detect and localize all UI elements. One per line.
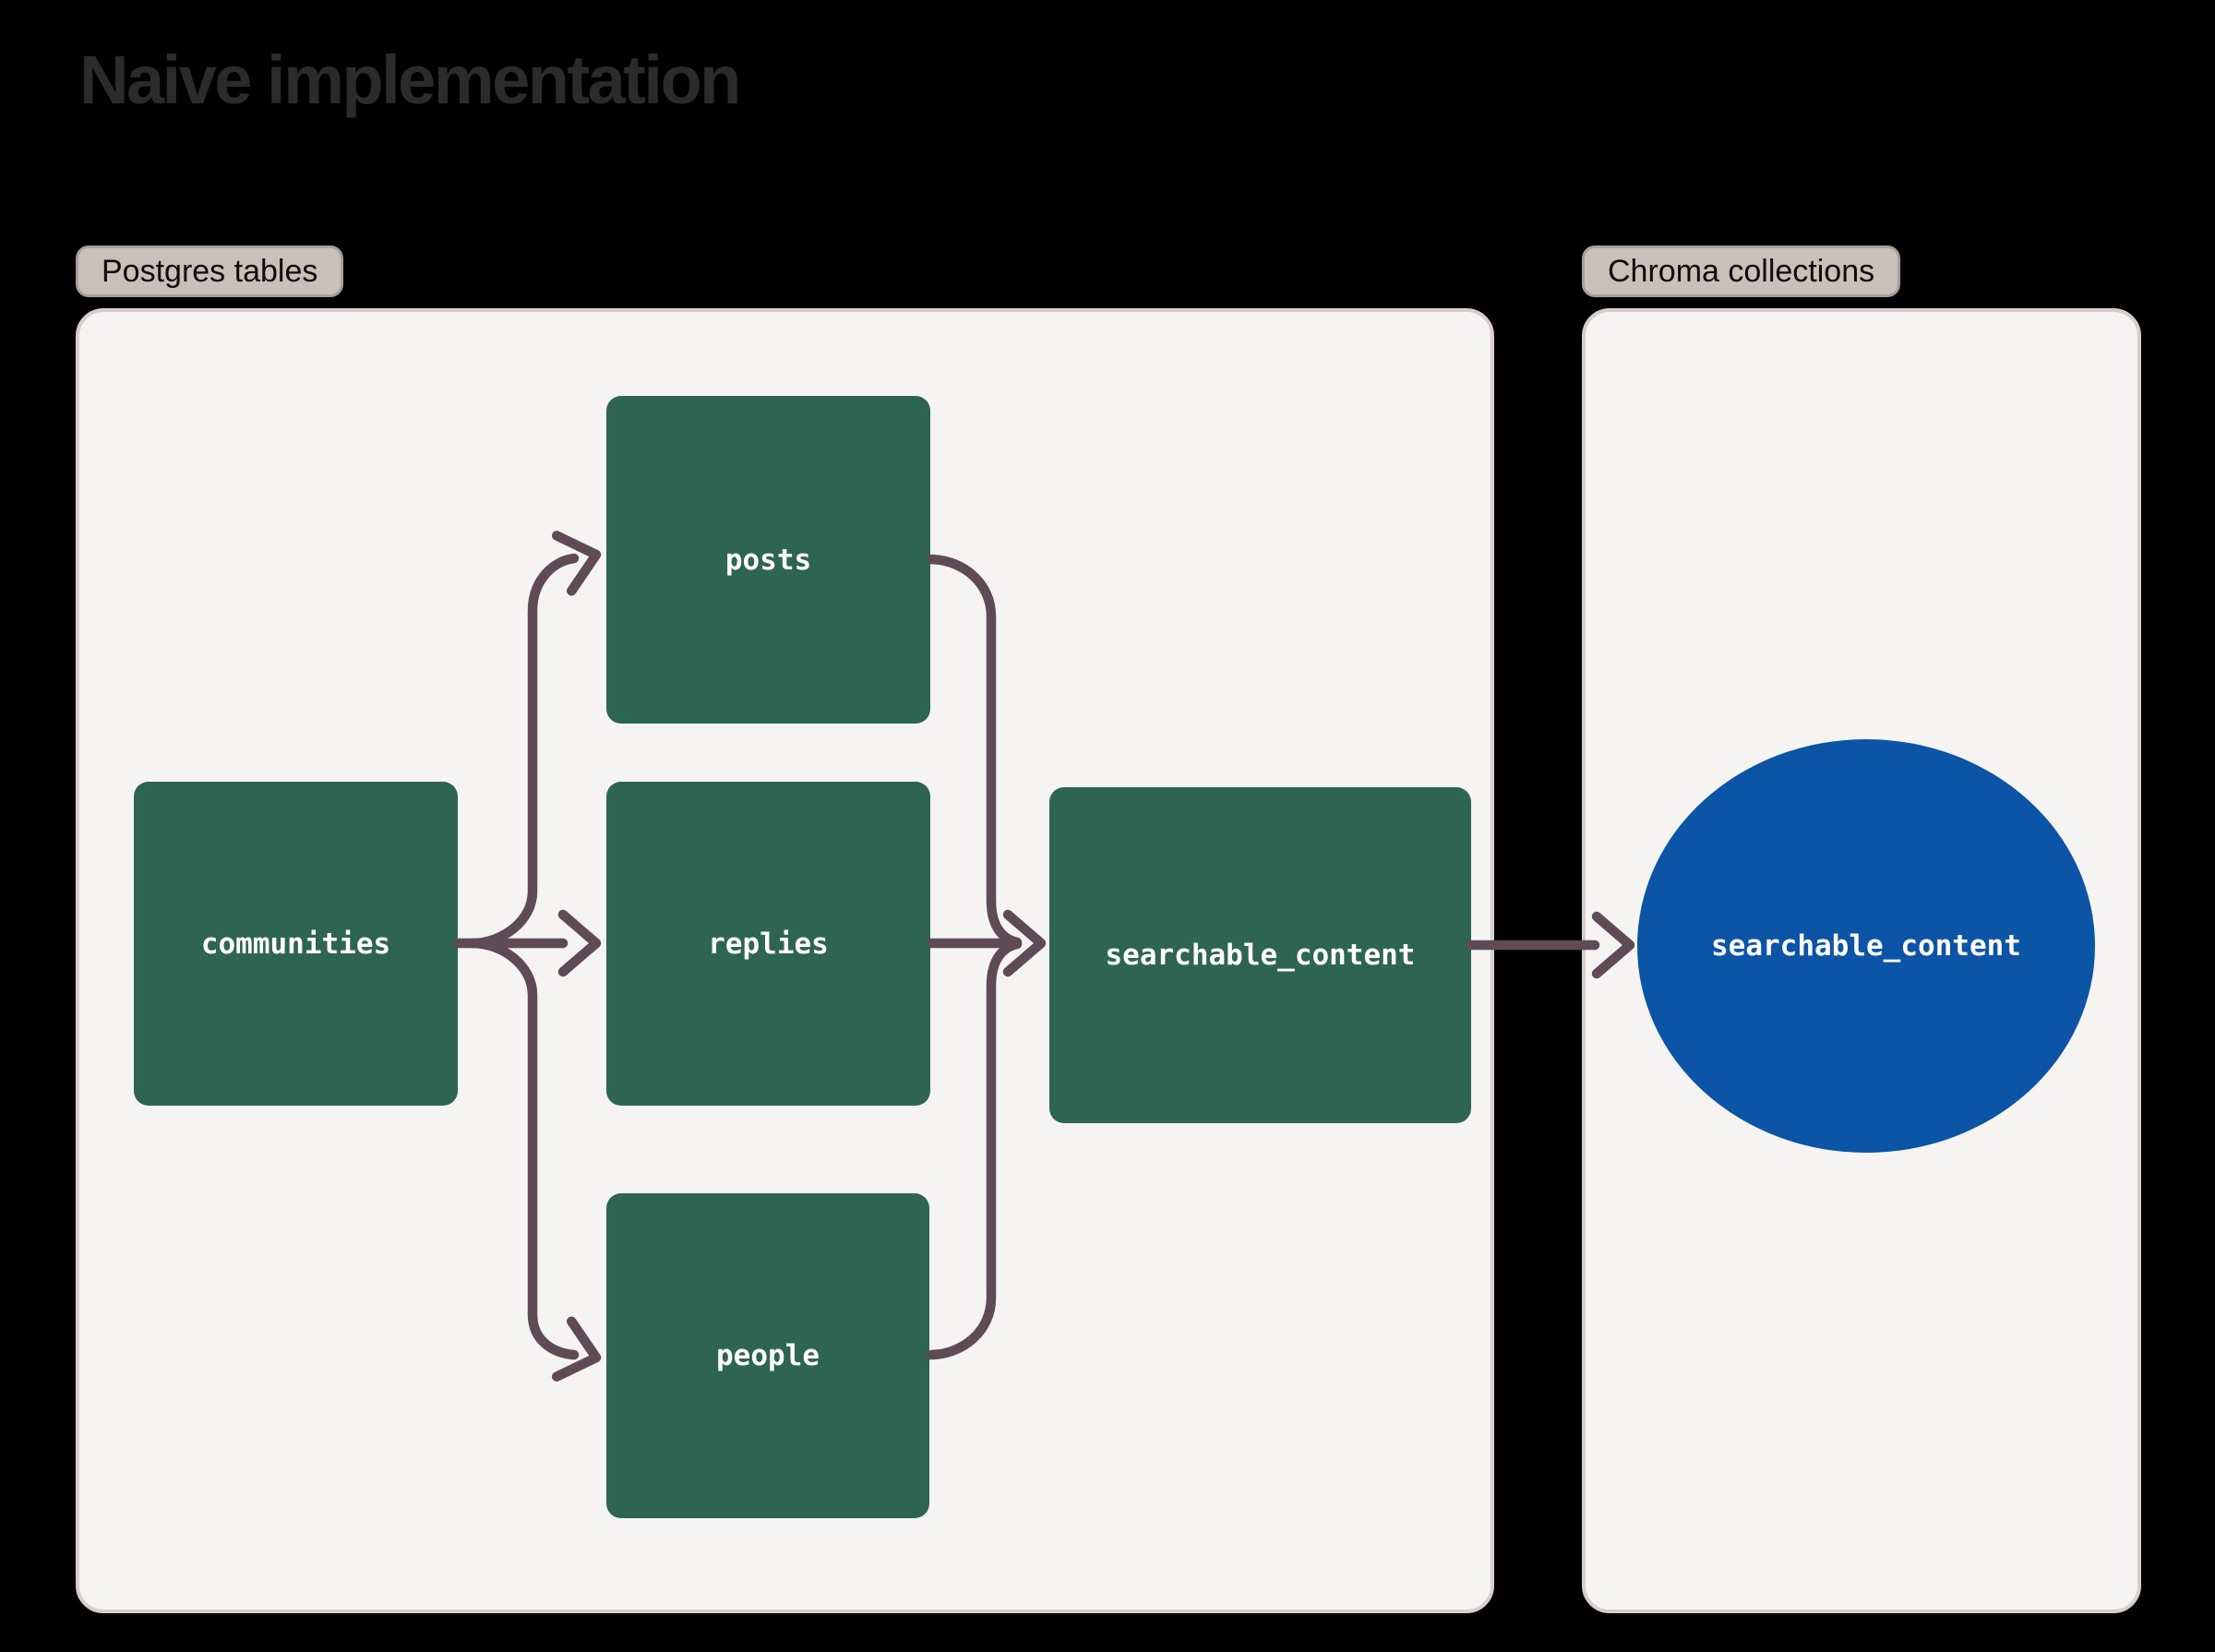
node-searchable-content-table-label: searchable_content <box>1105 939 1416 972</box>
node-posts-label: posts <box>724 543 812 577</box>
node-replies: replies <box>606 782 930 1106</box>
postgres-tables-badge: Postgres tables <box>76 245 344 297</box>
node-people: people <box>606 1193 929 1518</box>
chroma-collections-badge-label: Chroma collections <box>1608 253 1875 289</box>
node-communities-label: communities <box>200 927 391 961</box>
node-communities: communities <box>134 782 458 1106</box>
node-posts: posts <box>606 396 930 724</box>
postgres-tables-badge-label: Postgres tables <box>102 253 318 289</box>
node-searchable-content-collection: searchable_content <box>1637 739 2095 1153</box>
node-searchable-content-table: searchable_content <box>1049 787 1471 1123</box>
node-searchable-content-collection-label: searchable_content <box>1711 929 2021 963</box>
chroma-collections-badge: Chroma collections <box>1582 245 1901 297</box>
page-title: Naive implementation <box>79 42 741 118</box>
node-people-label: people <box>716 1339 820 1372</box>
node-replies-label: replies <box>708 927 829 961</box>
